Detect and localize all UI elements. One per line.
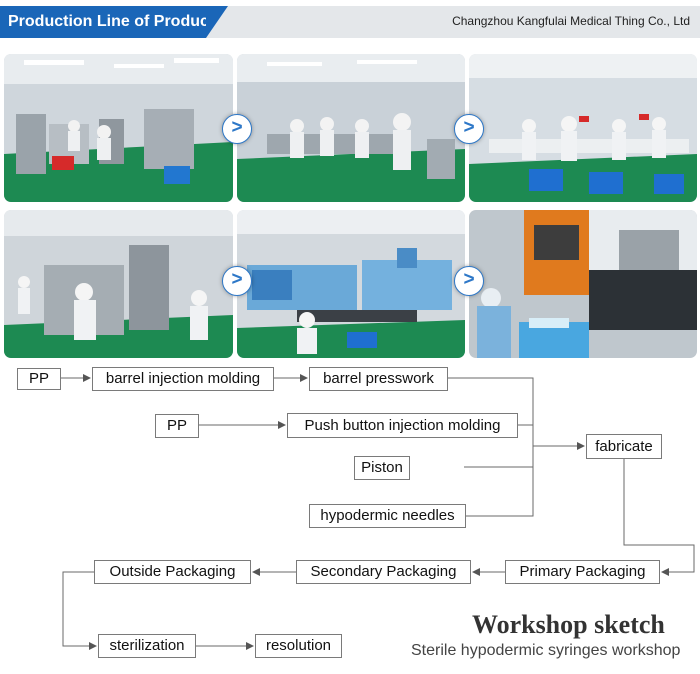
flow-box-sterilization: sterilization: [98, 634, 196, 658]
flow-box-fabricate: fabricate: [586, 434, 662, 459]
title-tab: Production Line of Product: [0, 6, 228, 38]
flow-box-resolution: resolution: [255, 634, 342, 658]
flow-box-outside-packaging: Outside Packaging: [94, 560, 251, 584]
header-bar: Production Line of Product Changzhou Kan…: [0, 0, 700, 40]
workshop-title: Workshop sketch: [472, 610, 665, 639]
next-step-arrow-icon: >: [222, 266, 252, 296]
next-step-arrow-icon: >: [222, 114, 252, 144]
workshop-photo-workers-line: [237, 54, 465, 202]
company-name: Changzhou Kangfulai Medical Thing Co., L…: [452, 14, 690, 28]
workshop-photo-packing-tables: [469, 54, 697, 202]
next-step-arrow-icon: >: [454, 114, 484, 144]
flow-box-pp: PP: [17, 368, 61, 390]
flow-box-barrel-presswork: barrel presswork: [309, 367, 448, 391]
flow-box-pp: PP: [155, 414, 199, 438]
workshop-subtitle: Sterile hypodermic syringes workshop: [411, 642, 681, 659]
workshop-photo-injection-machines: [237, 210, 465, 358]
flow-box-push-button: Push button injection molding: [287, 413, 518, 438]
page-title: Production Line of Product: [8, 13, 215, 30]
flow-box-secondary-packaging: Secondary Packaging: [296, 560, 471, 584]
workshop-photo-machine-operator: [469, 210, 697, 358]
workshop-photo-assembly: [4, 210, 233, 358]
flow-box-primary-packaging: Primary Packaging: [505, 560, 660, 584]
next-step-arrow-icon: >: [454, 266, 484, 296]
flow-box-hypodermic-needles: hypodermic needles: [309, 504, 466, 528]
flow-box-piston: Piston: [354, 456, 410, 480]
workshop-photo-machines: [4, 54, 233, 202]
flow-box-barrel-injection: barrel injection molding: [92, 367, 274, 391]
